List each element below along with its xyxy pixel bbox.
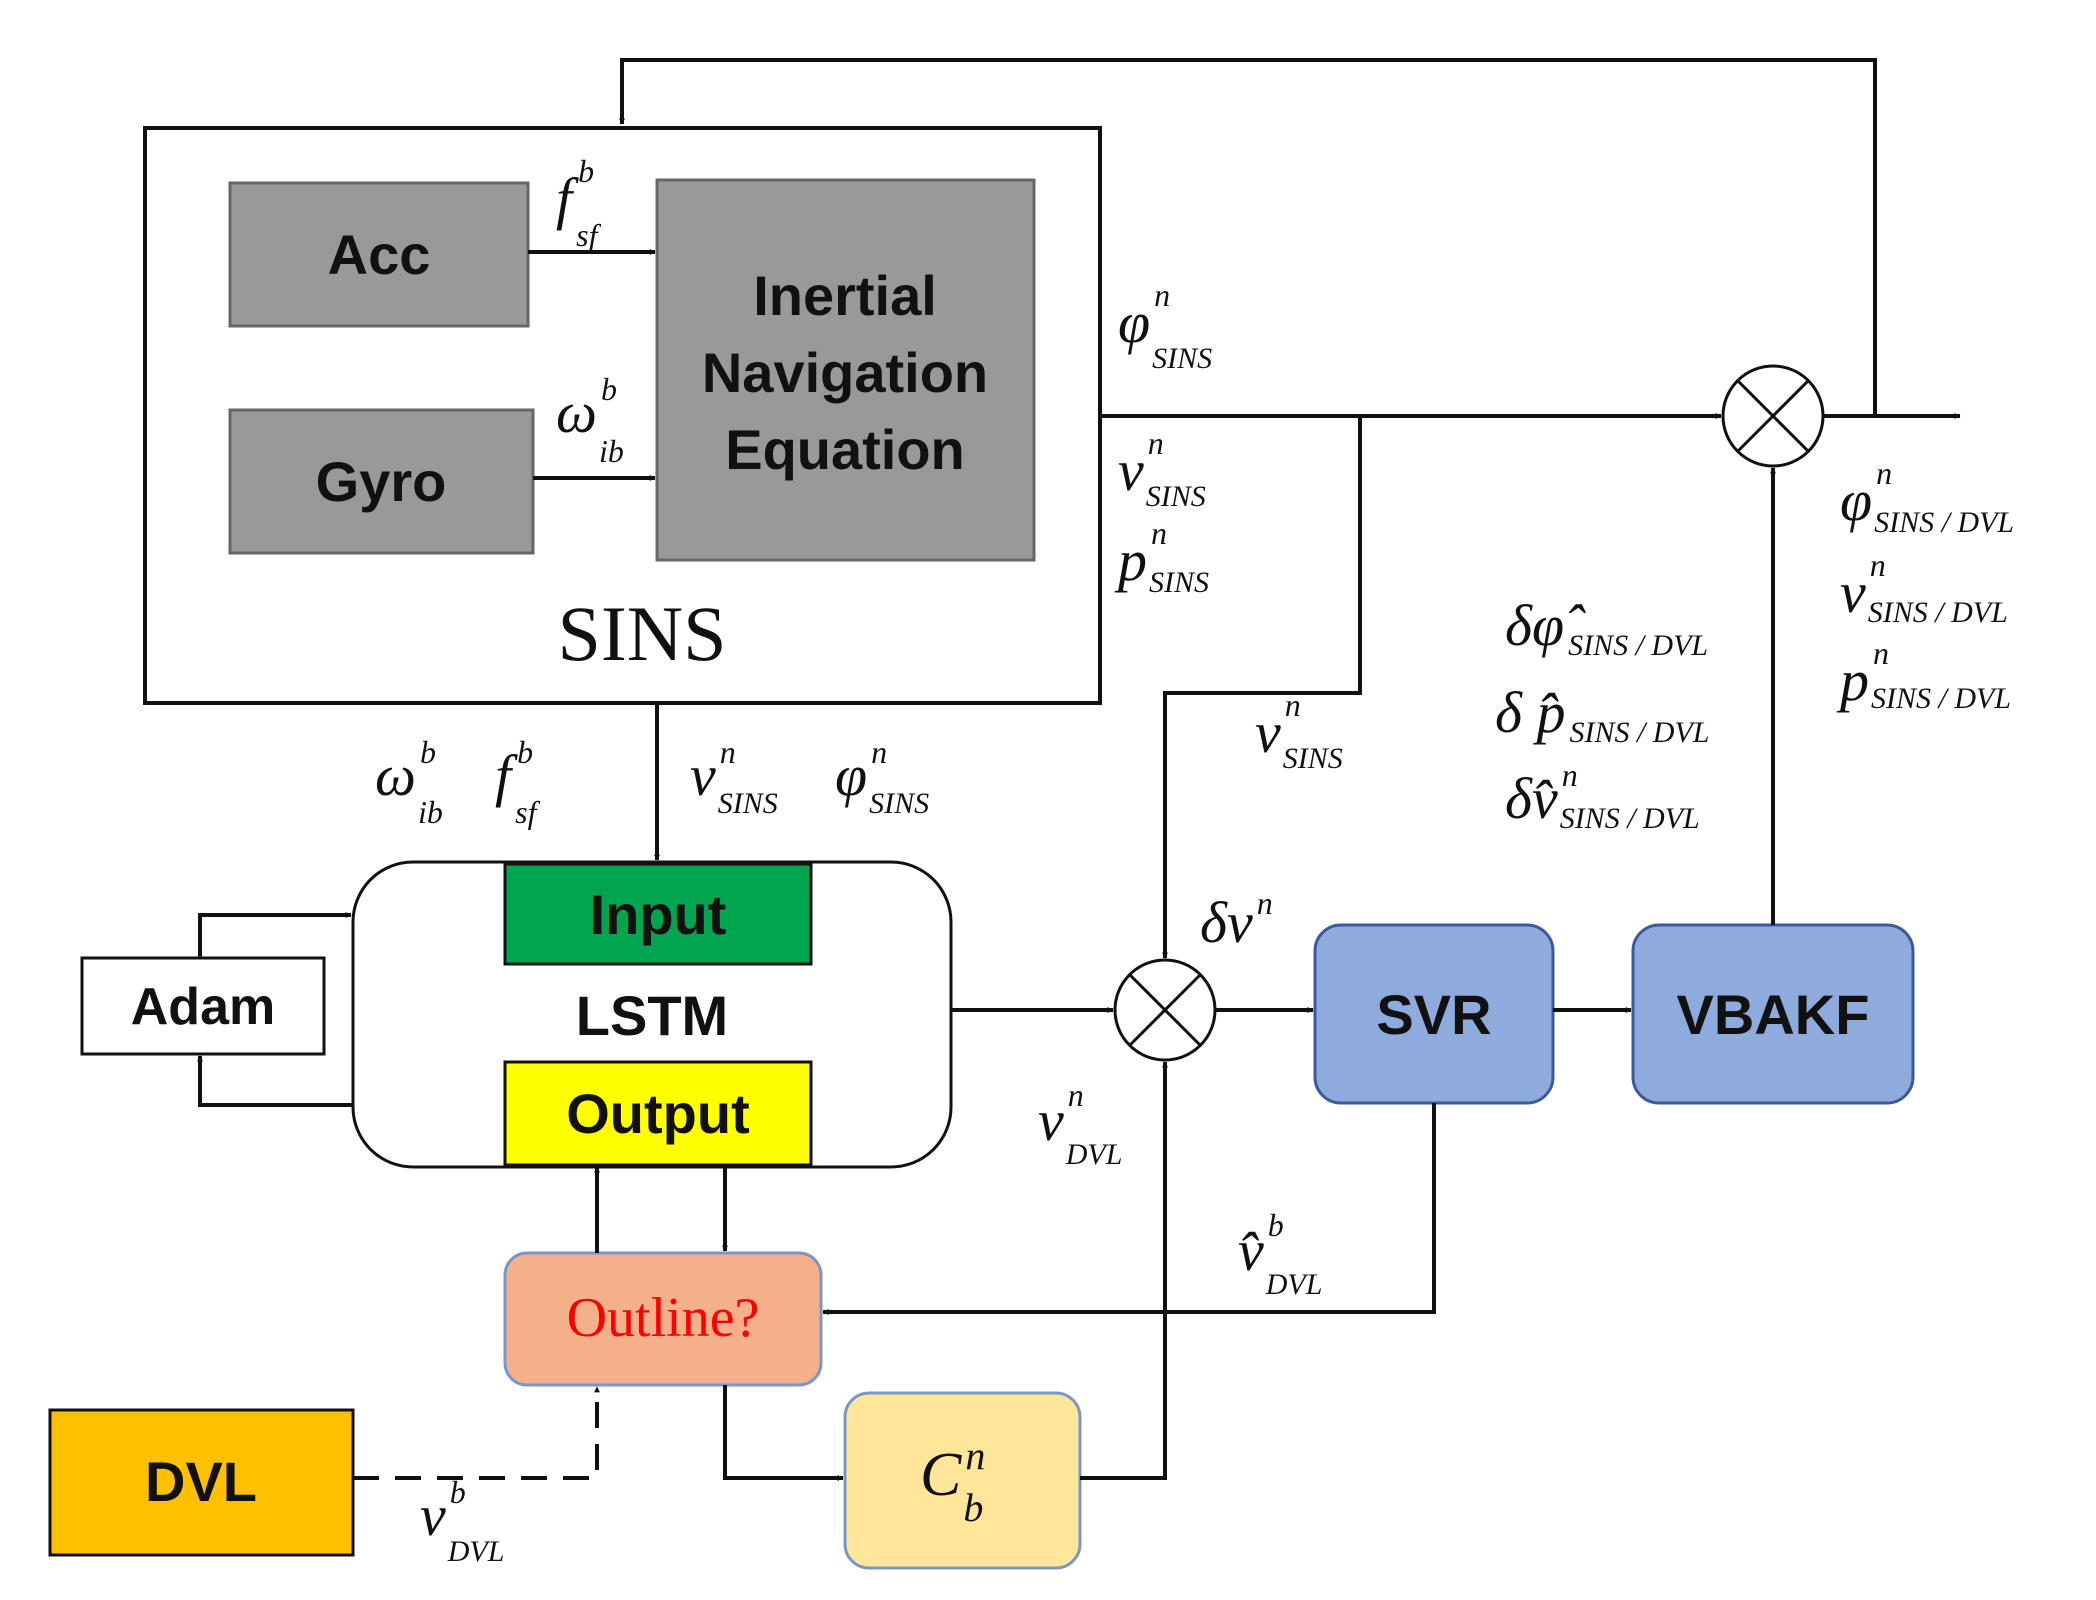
- lstm-to-adam-arrow: [197, 1055, 353, 1107]
- outline-check-block: Outline?: [503, 1251, 823, 1387]
- input-box: [503, 862, 813, 966]
- adam-label: Adam: [131, 978, 275, 1036]
- svr-block: SVR: [1313, 923, 1555, 1105]
- output-box: [503, 1060, 813, 1167]
- svr-label: SVR: [1376, 983, 1491, 1046]
- acc-block: Acc: [228, 181, 530, 328]
- vsins-branch-arrow: [1162, 416, 1362, 959]
- input-label: Input: [590, 883, 727, 946]
- adam-to-lstm-arrow: [198, 912, 352, 958]
- acc-label: Acc: [328, 223, 431, 286]
- dvl-label: DVL: [145, 1450, 257, 1513]
- gyro-block: Gyro: [228, 408, 535, 555]
- adam-block: Adam: [80, 956, 326, 1056]
- gyro-label: Gyro: [316, 450, 447, 513]
- lstm-label: LSTM: [576, 984, 728, 1047]
- multiplier-mid-icon: [1113, 958, 1217, 1062]
- ine-line-3: Equation: [725, 418, 965, 481]
- lstm-block: Input LSTM Output: [351, 860, 953, 1169]
- multiplier-top-icon: [1721, 364, 1825, 468]
- connections: [197, 58, 1961, 1481]
- ine-line-2: Navigation: [702, 341, 988, 404]
- inertial-navigation-equation-block: Inertial Navigation Equation: [655, 178, 1036, 562]
- sins-title: SINS: [557, 590, 726, 677]
- svr-to-outline-arrow: [822, 1103, 1436, 1315]
- dvl-block: DVL: [48, 1408, 355, 1557]
- vbakf-label: VBAKF: [1677, 983, 1870, 1046]
- vbakf-block: VBAKF: [1631, 923, 1915, 1105]
- cbn-to-multiplier-arrow: [1080, 1061, 1168, 1480]
- outline-label: Outline?: [567, 1287, 760, 1349]
- feedback-arrow: [619, 58, 1877, 416]
- delta-p-hat-label: δ p̂SINS / DVL: [1495, 680, 1709, 749]
- ine-line-1: Inertial: [753, 264, 937, 327]
- outline-to-cbn-arrow: [723, 1385, 844, 1481]
- output-label: Output: [566, 1082, 749, 1145]
- dvl-to-outline-arrow: [353, 1386, 600, 1480]
- delta-phi-hat-label: δφ̂SINS / DVL: [1505, 593, 1708, 662]
